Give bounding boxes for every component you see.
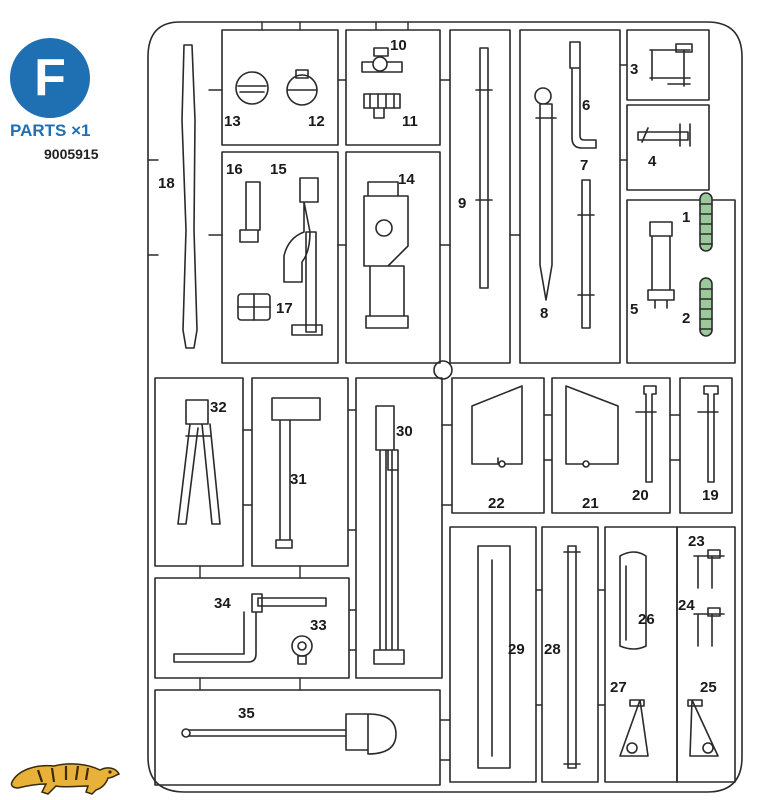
part-label-8: 8	[540, 305, 548, 322]
part-label-35: 35	[238, 705, 255, 722]
part-9-shape	[475, 47, 493, 289]
part-29-shape	[477, 545, 511, 769]
part-label-18: 18	[158, 175, 175, 192]
part-label-28: 28	[544, 641, 561, 658]
part-26-shape	[619, 551, 647, 650]
sprue-cells	[154, 29, 736, 786]
part-5-shape	[647, 221, 675, 309]
part-25-shape	[687, 699, 719, 757]
part-label-1: 1	[682, 209, 690, 226]
part-label-6: 6	[582, 97, 590, 114]
part-label-34: 34	[214, 595, 231, 612]
part-label-22: 22	[488, 495, 505, 512]
part-label-16: 16	[226, 161, 243, 178]
part-label-5: 5	[630, 301, 638, 318]
sprue-gates	[147, 21, 681, 761]
part-label-4: 4	[648, 153, 657, 170]
part-23-shape	[693, 549, 725, 589]
part-label-11: 11	[402, 113, 418, 130]
tiger-logo	[10, 763, 121, 795]
part-label-20: 20	[632, 487, 649, 504]
part-15-shape	[283, 177, 323, 336]
part-31-shape	[271, 397, 321, 549]
parts-label: PARTS	[10, 121, 67, 140]
part-label-10: 10	[390, 37, 407, 54]
part-label-23: 23	[688, 533, 705, 550]
part-20-shape	[635, 385, 657, 483]
part-11-shape	[363, 93, 401, 119]
part-13-shape	[235, 71, 269, 105]
part-2-shape	[699, 277, 713, 337]
part-label-24: 24	[678, 597, 695, 614]
part-7-shape	[577, 179, 595, 329]
part-label-3: 3	[630, 61, 638, 78]
part-label-14: 14	[398, 171, 415, 188]
part-label-17: 17	[276, 300, 293, 317]
part-32-shape	[177, 399, 221, 525]
part-21-shape	[565, 385, 619, 465]
part-34-shape	[173, 593, 327, 663]
part-30-shape	[373, 405, 405, 665]
part-label-26: 26	[638, 611, 655, 628]
part-label-29: 29	[508, 641, 525, 658]
sprue-letter-badge: F	[10, 38, 90, 118]
part-22-shape	[471, 385, 523, 465]
part-8-shape	[534, 87, 557, 301]
part-label-27: 27	[610, 679, 627, 696]
part-label-21: 21	[582, 495, 599, 512]
part-label-9: 9	[458, 195, 466, 212]
part-1-shape	[699, 192, 713, 252]
sprue-outer-frame	[147, 21, 743, 793]
part-18-shape	[181, 44, 198, 349]
part-14-shape	[363, 181, 409, 329]
part-10-shape	[361, 47, 403, 73]
part-19-shape	[697, 385, 719, 483]
part-12-shape	[286, 69, 318, 106]
part-24-shape	[693, 607, 725, 647]
part-33-shape	[291, 635, 313, 665]
part-label-19: 19	[702, 487, 719, 504]
part-label-12: 12	[308, 113, 325, 130]
item-code: 9005915	[44, 146, 99, 162]
part-label-33: 33	[310, 617, 327, 634]
part-35-shape	[185, 713, 397, 755]
parts-quantity: ×1	[71, 121, 91, 140]
part-label-32: 32	[210, 399, 227, 416]
part-6-shape	[569, 41, 597, 149]
part-label-30: 30	[396, 423, 413, 440]
parts-quantity-label: PARTS ×1	[10, 121, 90, 141]
part-label-7: 7	[580, 157, 588, 174]
part-17-shape	[237, 293, 271, 321]
part-label-31: 31	[290, 471, 307, 488]
part-label-15: 15	[270, 161, 287, 178]
part-label-2: 2	[682, 310, 690, 327]
part-27-shape	[619, 699, 649, 757]
part-label-13: 13	[224, 113, 241, 130]
part-16-shape	[239, 181, 261, 243]
part-label-25: 25	[700, 679, 717, 696]
sprue-hub	[433, 360, 453, 380]
part-3-shape	[649, 43, 693, 87]
part-4-shape	[637, 123, 691, 147]
part-28-shape	[563, 545, 581, 769]
